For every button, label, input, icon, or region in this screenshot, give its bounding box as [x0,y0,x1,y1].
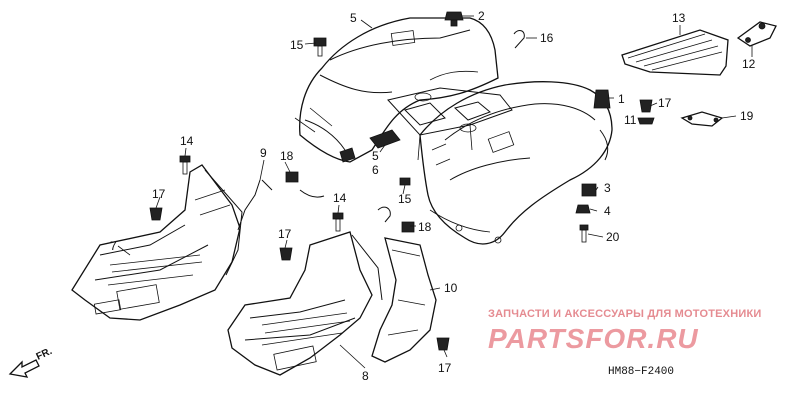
cover-panel [621,29,729,76]
leader-lines [117,15,753,369]
clip-17a [149,207,163,221]
callout-9: 9 [260,146,267,160]
diagram-code: HM88−F2400 [608,366,674,378]
bolt-20 [579,224,589,231]
callout-6: 6 [372,163,379,177]
callout-3: 3 [604,181,611,195]
front-direction-indicator: FR. [8,346,54,378]
grommet-1 [593,89,611,109]
center-frame [387,87,513,161]
callout-17-upper: 17 [658,96,672,110]
screw-15b [399,177,411,186]
front-fender [294,17,499,163]
cap-2 [444,11,464,21]
callout-12: 12 [742,57,756,71]
watermark-brand: PARTSFOR.RU [488,323,699,354]
callouts: 1 2 3 4 5 5 6 7 8 9 10 11 12 13 14 14 15… [110,9,756,383]
left-side-bar [237,179,273,231]
nut-4 [575,204,591,214]
clip-16 [513,30,525,49]
callout-5-fender: 5 [350,11,357,25]
latch-part [736,21,777,47]
callout-4: 4 [604,204,611,218]
direction-arrow-icon [8,359,40,378]
callout-17-left: 17 [152,187,166,201]
callout-16: 16 [540,31,554,45]
right-footrest [227,231,383,376]
clip-17-upper [639,99,653,113]
callout-10: 10 [444,281,458,295]
pad-5 [369,129,401,149]
bolt-14b [332,212,344,220]
callout-8: 8 [362,369,369,383]
watermark: ЗАПЧАСТИ И АКСЕССУАРЫ ДЛЯ МОТОТЕХНИКИ PA… [488,308,761,354]
rubber-3 [581,183,597,197]
callout-11: 11 [624,113,637,127]
left-footrest [71,164,243,321]
screw-15a [313,37,327,47]
clip-18b [401,221,415,233]
callout-2: 2 [478,9,485,23]
callout-15-lower: 15 [398,192,412,206]
callout-18-left: 18 [280,149,294,163]
callout-15-upper: 15 [290,38,304,52]
rear-fender [419,81,613,245]
bolt-14a [179,155,191,163]
callout-14-right: 14 [333,191,347,205]
clip-17c [436,337,450,351]
callout-14-left: 14 [180,134,194,148]
callout-19: 19 [740,109,754,123]
fasteners [149,11,655,351]
callout-13: 13 [672,11,686,25]
strap-part [680,111,724,127]
clip-17b [279,247,293,261]
clip-11 [637,117,655,125]
right-side-guard [371,237,437,363]
callout-5-pad: 5 [372,149,379,163]
watermark-tagline: ЗАПЧАСТИ И АКСЕССУАРЫ ДЛЯ МОТОТЕХНИКИ [488,308,761,320]
callout-20: 20 [606,230,620,244]
callout-18-right: 18 [418,220,432,234]
clip-18a [285,171,299,183]
callout-1: 1 [618,92,625,106]
direction-label: FR. [35,346,54,363]
callout-17-mid: 17 [278,227,292,241]
callout-17-lower: 17 [438,361,452,375]
callout-7: 7 [110,239,117,253]
